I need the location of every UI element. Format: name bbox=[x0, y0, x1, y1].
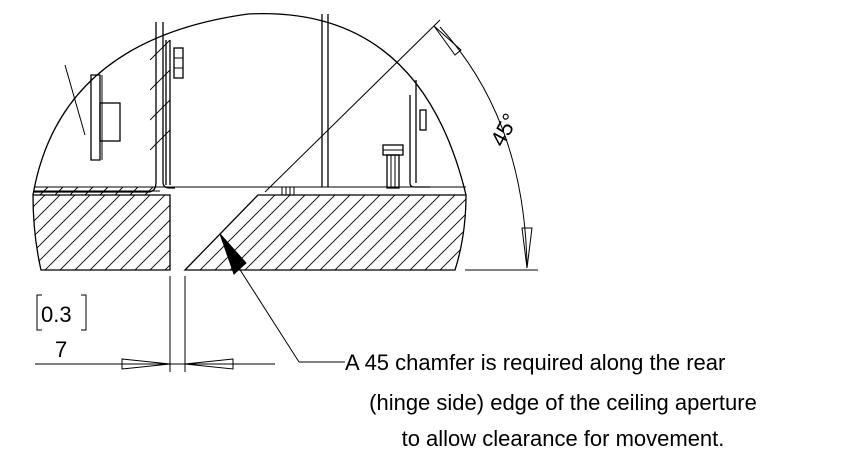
hinge-bracket-right bbox=[321, 14, 430, 189]
hinge-bracket-left bbox=[34, 22, 184, 193]
detail-circle-arc bbox=[32, 12, 467, 196]
note-line-1: A 45 chamfer is required along the rear bbox=[345, 350, 725, 375]
leader-arrow bbox=[219, 233, 345, 363]
angle-dimension bbox=[433, 25, 538, 271]
gap-dimension bbox=[35, 276, 275, 372]
note-line-3: to allow clearance for movement. bbox=[402, 426, 725, 451]
ceiling-slab-right bbox=[183, 194, 467, 271]
chamfer-reference-line bbox=[264, 19, 441, 193]
note-line-2: (hinge side) edge of the ceiling apertur… bbox=[369, 390, 757, 415]
gap-dimension-label bbox=[36, 294, 87, 331]
gap-mm-value: 7 bbox=[55, 337, 67, 362]
ceiling-slab-left bbox=[32, 194, 171, 271]
gap-inch-value: 0.3 bbox=[41, 302, 72, 327]
ceiling-lining bbox=[34, 186, 466, 196]
angle-label: 45° bbox=[485, 109, 523, 150]
